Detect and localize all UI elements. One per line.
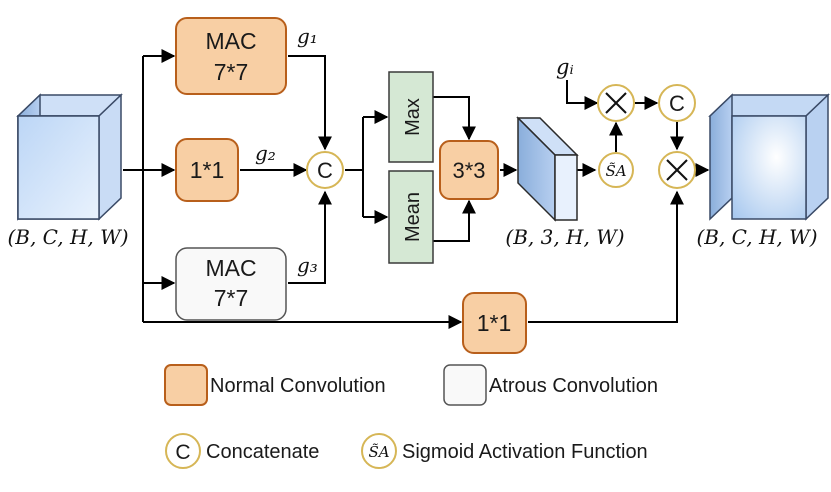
legend-normal-swatch [164,364,208,406]
max-pool-block: Max [388,71,434,163]
concat-op-2: C [658,84,696,122]
svg-text:S̃A: S̃A [605,162,626,180]
legend-sigmoid-label: Sigmoid Activation Function [402,441,648,463]
attention-map-slab [516,116,579,222]
mac-top-label: MAC [205,28,256,54]
input-shape-label: (B, C, H, W) [7,225,128,249]
legend-atrous-swatch [443,364,487,406]
mac-bottom-block: MAC 7*7 [175,247,287,321]
svg-text:S̃A: S̃A [368,443,389,461]
mac-top-block: MAC 7*7 [175,17,287,95]
output-tensor-cube [708,93,830,221]
conv-3x3-label: 3*3 [452,158,485,183]
svg-text:C: C [317,158,333,183]
mac-bottom-kernel: 7*7 [214,285,249,311]
mac-bottom-label: MAC [205,255,256,281]
legend-sigmoid-swatch [361,433,397,469]
mean-pool-block: Mean [388,170,434,264]
output-shape-label: (B, C, H, W) [696,225,817,249]
legend: Normal Convolution Atrous Convolution C … [164,364,658,469]
multiply-op-1 [597,84,635,122]
conv-3x3-block: 3*3 [439,140,499,200]
legend-atrous-label: Atrous Convolution [489,375,658,397]
mid-shape-label: (B, 3, H, W) [505,225,624,249]
mac-top-kernel: 7*7 [214,59,249,85]
sigmoid-op: S̃A [598,152,634,188]
concat-op: C [306,151,344,189]
svg-text:C: C [175,441,190,464]
legend-normal-label: Normal Convolution [210,375,386,397]
mean-label: Mean [402,192,424,242]
legend-concat-swatch [165,433,201,469]
connectors [123,49,710,329]
gate-g2-label: g₂ [255,141,276,165]
gate-g1-label: g₁ [297,24,318,48]
conv-1x1-bottom-label: 1*1 [477,310,512,336]
max-label: Max [402,98,424,136]
input-tensor-cube [16,93,123,221]
conv-1x1-bottom-block: 1*1 [462,292,527,354]
conv-1x1-mid-block: 1*1 [175,138,239,202]
svg-text:C: C [669,91,685,116]
conv-1x1-mid-label: 1*1 [190,157,225,183]
multiply-op-2 [658,151,696,189]
gate-gi-label: gᵢ [556,55,574,79]
legend-concat-label: Concatenate [206,441,319,463]
gate-g3-label: g₃ [297,253,318,277]
